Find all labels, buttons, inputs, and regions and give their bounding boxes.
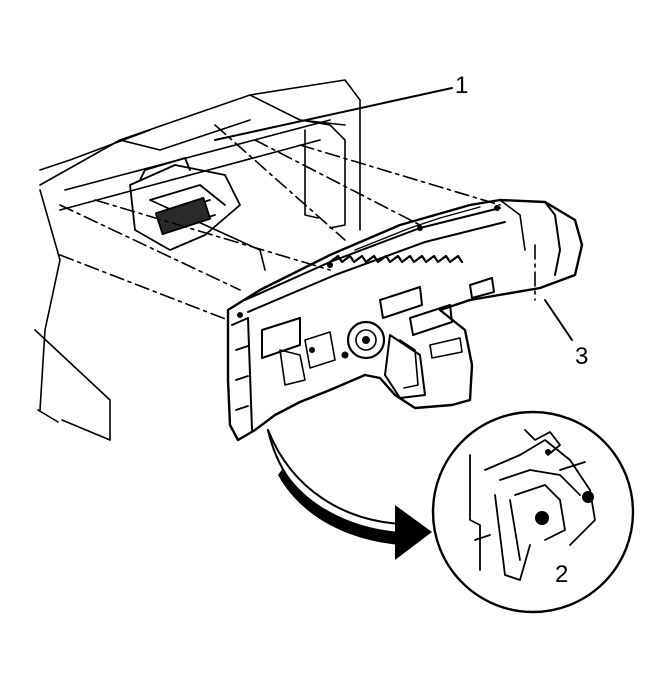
hvac-module	[129, 157, 241, 251]
bolt-lower	[535, 511, 549, 525]
callout-1: 1	[455, 72, 469, 99]
callout-3: 3	[575, 343, 589, 370]
vehicle-body-outline	[34, 79, 361, 441]
callout-2: 2	[555, 561, 569, 588]
curved-arrow	[267, 429, 432, 560]
leader-1	[214, 87, 453, 141]
alignment-guide-lines	[59, 124, 536, 321]
instrument-panel-carrier	[226, 198, 584, 442]
leader-3	[544, 299, 573, 341]
bolt-upper	[582, 491, 594, 503]
detail-inset	[431, 410, 635, 614]
